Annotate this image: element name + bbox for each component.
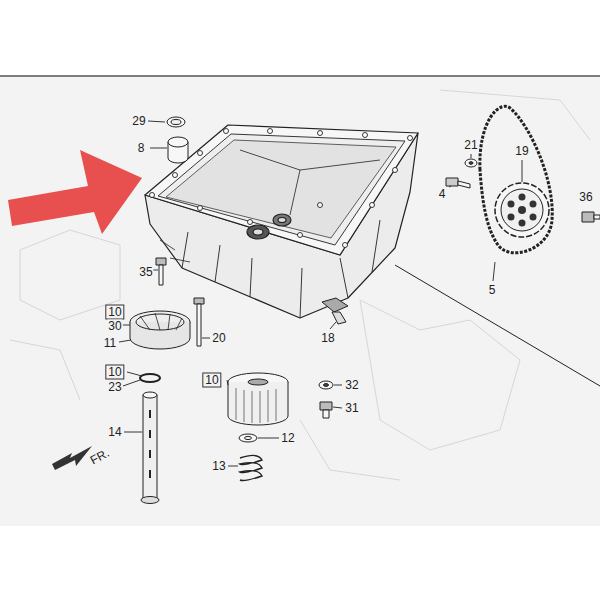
callout-number: 23	[107, 381, 122, 394]
callout-number: 5	[488, 284, 497, 297]
callout-number: 14	[107, 426, 122, 439]
chain-sprocket	[480, 106, 552, 252]
bolt-holes	[150, 129, 413, 248]
callout-number: 30	[107, 320, 122, 333]
callout-number: 20	[211, 332, 226, 345]
callout-number: 32	[344, 379, 359, 392]
callout-number: 36	[578, 191, 593, 204]
small-parts	[130, 117, 600, 504]
front-arrow	[52, 446, 92, 470]
callout-box: 10	[202, 373, 221, 388]
oil-pan	[145, 125, 418, 318]
callout-number: 13	[211, 460, 226, 473]
background-drawing	[10, 90, 590, 480]
paper-ground	[0, 76, 600, 526]
paper-edge	[0, 75, 600, 77]
callout-number: 29	[131, 115, 146, 128]
leader-line	[395, 265, 600, 386]
pointer-arrow	[8, 150, 142, 234]
callout-number: 10	[108, 305, 121, 319]
callout-number: 18	[320, 332, 335, 345]
callout-box: 10	[105, 305, 124, 320]
callout-number: 10	[108, 365, 121, 379]
leader-lines	[119, 121, 522, 466]
callout-number: 8	[137, 142, 146, 155]
callout-number: 10	[205, 373, 218, 387]
callout-number: 35	[138, 266, 153, 279]
callout-number: 11	[103, 337, 117, 350]
callout-number: 19	[514, 145, 529, 158]
direction-label: FR.	[88, 446, 113, 467]
callout-box: 10	[105, 365, 124, 380]
callout-number: 12	[280, 432, 295, 445]
callout-number: 21	[463, 139, 478, 152]
callout-number: 4	[438, 188, 447, 201]
callout-number: 31	[344, 402, 359, 415]
